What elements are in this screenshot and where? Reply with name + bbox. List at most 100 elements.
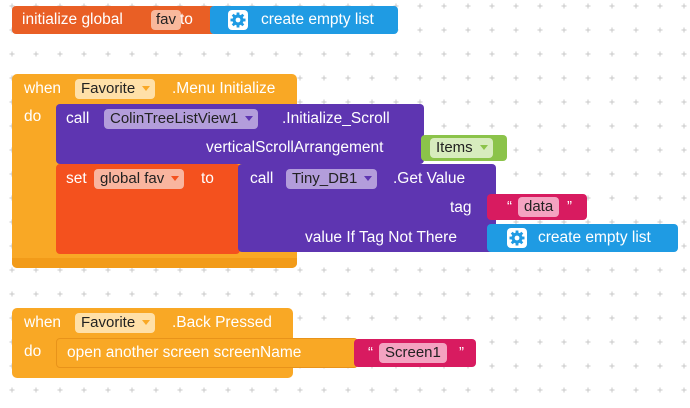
triangle-down-icon bbox=[479, 145, 488, 150]
grid-plus-mark bbox=[249, 51, 255, 57]
grid-plus-mark bbox=[537, 219, 543, 225]
grid-plus-mark bbox=[393, 99, 399, 105]
grid-plus-mark bbox=[609, 147, 615, 153]
grid-plus-mark bbox=[681, 195, 687, 201]
grid-plus-mark bbox=[9, 51, 15, 57]
grid-plus-mark bbox=[513, 27, 519, 33]
event-component-name: Favorite bbox=[81, 80, 136, 97]
set-global-fav-block[interactable]: set global fav to bbox=[56, 164, 240, 254]
grid-plus-mark bbox=[33, 291, 39, 297]
grid-plus-mark bbox=[105, 291, 111, 297]
open-another-screen-block[interactable]: open another screen screenName bbox=[56, 338, 358, 368]
tag-text-block[interactable]: “ data ” bbox=[487, 194, 587, 220]
grid-plus-mark bbox=[321, 51, 327, 57]
grid-plus-mark bbox=[657, 387, 663, 393]
screen-name-text-block[interactable]: “ Screen1 ” bbox=[354, 339, 476, 367]
grid-plus-mark bbox=[561, 27, 567, 33]
grid-plus-mark bbox=[81, 51, 87, 57]
grid-plus-mark bbox=[465, 123, 471, 129]
initialize-scroll-call-block[interactable]: call ColinTreeListView1 .Initialize_Scro… bbox=[56, 104, 424, 164]
grid-plus-mark bbox=[681, 123, 687, 129]
create-empty-list-block-2[interactable]: create empty list bbox=[487, 224, 678, 252]
grid-plus-mark bbox=[465, 267, 471, 273]
create-empty-list-label-2: create empty list bbox=[538, 229, 651, 246]
grid-plus-mark bbox=[537, 123, 543, 129]
grid-plus-mark bbox=[585, 291, 591, 297]
global-name-field[interactable]: fav bbox=[151, 10, 182, 30]
event-component-dropdown-2[interactable]: Favorite bbox=[75, 313, 156, 333]
triangle-down-icon bbox=[364, 176, 373, 181]
grid-plus-mark bbox=[681, 267, 687, 273]
grid-plus-mark bbox=[513, 3, 519, 9]
call-label-2: call bbox=[250, 170, 274, 187]
grid-plus-mark bbox=[513, 387, 519, 393]
grid-plus-mark bbox=[249, 267, 255, 273]
grid-plus-mark bbox=[681, 387, 687, 393]
event-component-dropdown[interactable]: Favorite bbox=[75, 79, 156, 99]
colintree-component-dropdown[interactable]: ColinTreeListView1 bbox=[104, 109, 259, 129]
grid-plus-mark bbox=[321, 291, 327, 297]
grid-plus-mark bbox=[345, 99, 351, 105]
grid-plus-mark bbox=[633, 219, 639, 225]
create-empty-list-label: create empty list bbox=[261, 11, 374, 28]
grid-plus-mark bbox=[321, 75, 327, 81]
set-label: set bbox=[66, 170, 87, 187]
grid-plus-mark bbox=[489, 387, 495, 393]
grid-plus-mark bbox=[657, 99, 663, 105]
grid-plus-mark bbox=[537, 267, 543, 273]
global-init-to: to bbox=[180, 11, 193, 28]
grid-plus-mark bbox=[633, 195, 639, 201]
grid-plus-mark bbox=[537, 99, 543, 105]
items-component-dropdown[interactable]: Items bbox=[430, 138, 493, 158]
gear-icon[interactable] bbox=[507, 228, 527, 248]
grid-plus-mark bbox=[489, 291, 495, 297]
grid-plus-mark bbox=[681, 51, 687, 57]
tinydb-component-dropdown[interactable]: Tiny_DB1 bbox=[286, 169, 378, 189]
triangle-down-icon bbox=[245, 116, 254, 121]
grid-plus-mark bbox=[393, 291, 399, 297]
grid-plus-mark bbox=[153, 291, 159, 297]
grid-plus-mark bbox=[633, 339, 639, 345]
grid-plus-mark bbox=[657, 27, 663, 33]
grid-plus-mark bbox=[153, 51, 159, 57]
grid-plus-mark bbox=[489, 51, 495, 57]
grid-plus-mark bbox=[537, 27, 543, 33]
grid-plus-mark bbox=[417, 291, 423, 297]
gear-icon[interactable] bbox=[228, 10, 248, 30]
set-to-label: to bbox=[201, 170, 214, 187]
global-fav-dropdown[interactable]: global fav bbox=[94, 169, 185, 189]
grid-plus-mark bbox=[681, 291, 687, 297]
do-label-2: do bbox=[24, 343, 42, 360]
items-component-block[interactable]: Items bbox=[421, 135, 507, 161]
grid-plus-mark bbox=[105, 387, 111, 393]
grid-plus-mark bbox=[681, 171, 687, 177]
grid-plus-mark bbox=[369, 99, 375, 105]
tag-text-field[interactable]: data bbox=[518, 197, 560, 217]
grid-plus-mark bbox=[609, 51, 615, 57]
back-pressed-event-name: .Back Pressed bbox=[172, 314, 272, 331]
grid-plus-mark bbox=[633, 267, 639, 273]
create-empty-list-block-1[interactable]: create empty list bbox=[210, 6, 398, 34]
grid-plus-mark bbox=[297, 387, 303, 393]
grid-plus-mark bbox=[489, 123, 495, 129]
grid-plus-mark bbox=[585, 99, 591, 105]
grid-plus-mark bbox=[465, 75, 471, 81]
grid-plus-mark bbox=[585, 219, 591, 225]
grid-plus-mark bbox=[513, 339, 519, 345]
grid-plus-mark bbox=[321, 267, 327, 273]
grid-plus-mark bbox=[417, 387, 423, 393]
grid-plus-mark bbox=[441, 27, 447, 33]
grid-plus-mark bbox=[513, 315, 519, 321]
global-init-block[interactable]: initialize global fav to bbox=[12, 6, 216, 34]
colintree-component-name: ColinTreeListView1 bbox=[110, 110, 239, 127]
grid-plus-mark bbox=[417, 75, 423, 81]
grid-plus-mark bbox=[489, 363, 495, 369]
tinydb-getvalue-call-block[interactable]: call Tiny_DB1 .Get Value tag value If Ta… bbox=[238, 164, 496, 252]
screen-name-text-field[interactable]: Screen1 bbox=[379, 343, 447, 363]
grid-plus-mark bbox=[273, 267, 279, 273]
vertical-scroll-param-label: verticalScrollArrangement bbox=[206, 139, 384, 156]
grid-plus-mark bbox=[345, 291, 351, 297]
grid-plus-mark bbox=[273, 291, 279, 297]
grid-plus-mark bbox=[561, 171, 567, 177]
event-inner-shadow bbox=[12, 258, 297, 268]
